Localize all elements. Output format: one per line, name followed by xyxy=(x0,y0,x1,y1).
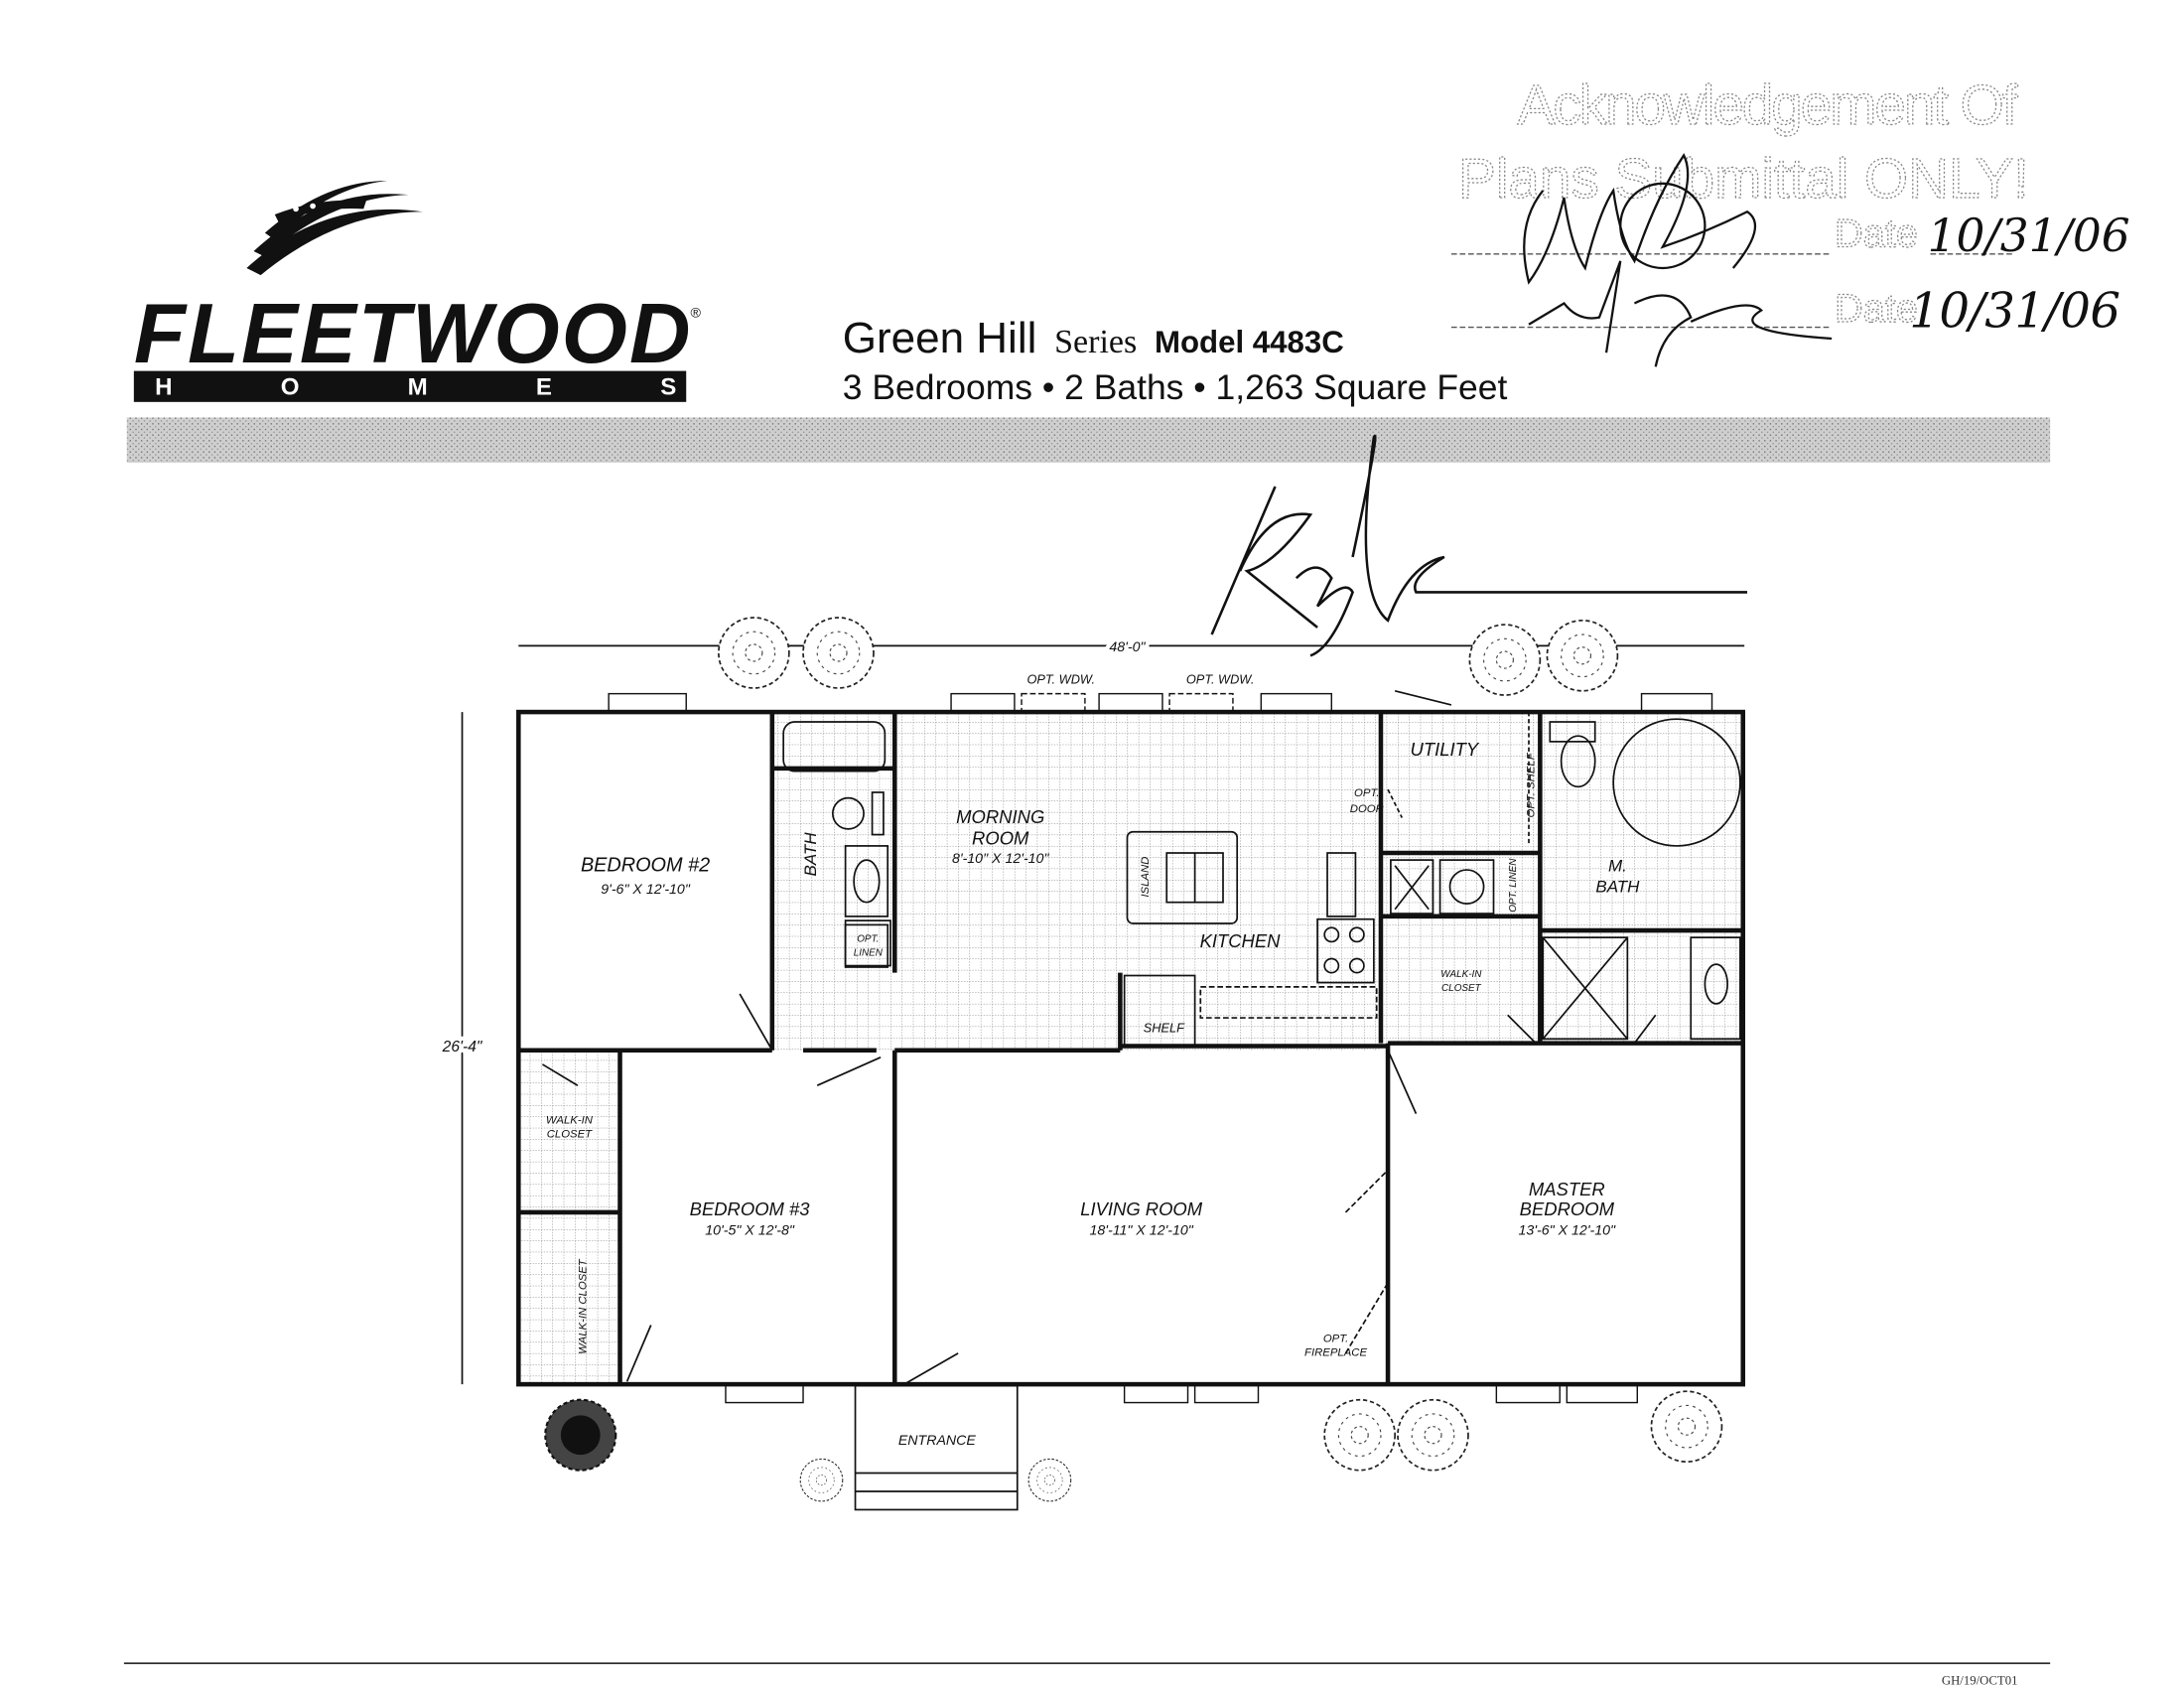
home-specs: 3 Bedrooms • 2 Baths • 1,263 Square Feet xyxy=(843,367,1508,407)
kitchen-label: KITCHEN xyxy=(1200,930,1282,951)
interior-walls xyxy=(518,712,1743,1385)
acknowledgement-stamp: Acknowledgement Of Plans Submittal ONLY!… xyxy=(1210,74,2130,657)
opt-window-2: OPT. WDW. xyxy=(1186,672,1255,687)
walkin-master-1: WALK-IN xyxy=(1440,969,1482,980)
bedroom2-size: 9'-6" X 12'-10" xyxy=(601,882,691,898)
windows xyxy=(608,692,1713,1404)
handwritten-signature xyxy=(1523,153,1833,367)
opt-door-1: OPT. xyxy=(1354,787,1379,799)
island xyxy=(1126,830,1239,924)
entrance-steps xyxy=(854,1384,1019,1511)
kitchen-tile-floor xyxy=(774,712,1381,1051)
dryer xyxy=(1438,859,1495,915)
logo-homes-bar xyxy=(133,370,687,402)
bedroom2-label: BEDROOM #2 xyxy=(581,854,710,876)
morning-room-label-1: MORNING xyxy=(956,806,1044,827)
model-number: Model 4483C xyxy=(1155,325,1344,359)
closet-tile-floor xyxy=(518,1050,620,1385)
footer-code: GH/19/OCT01 xyxy=(1942,1673,2018,1687)
depth-dimension: 26'-4" xyxy=(442,1039,483,1056)
flag-swoosh-icon xyxy=(246,180,423,276)
island-label: ISLAND xyxy=(1140,857,1152,898)
fireplace-label-2: FIREPLACE xyxy=(1304,1347,1367,1359)
bath-label: BATH xyxy=(801,832,820,877)
toilet xyxy=(831,796,865,830)
morning-room-label-2: ROOM xyxy=(972,828,1029,849)
range xyxy=(1316,917,1375,984)
opt-linen-bath-1: OPT. xyxy=(857,933,879,944)
morning-room-size: 8'-10" X 12'-10" xyxy=(952,851,1049,867)
floor-plan: 48'-0" 26'-4" OPT. WDW. OPT. WDW. xyxy=(437,617,1746,1511)
bedroom3-size: 10'-5" X 12'-8" xyxy=(705,1223,795,1239)
entrance-label: ENTRANCE xyxy=(898,1433,977,1449)
opt-window-1: OPT. WDW. xyxy=(1026,672,1095,687)
walkin-closet-1a: WALK-IN xyxy=(546,1115,594,1127)
bedroom3-label: BEDROOM #3 xyxy=(690,1198,811,1219)
shelf-label: SHELF xyxy=(1144,1020,1185,1035)
sink xyxy=(844,845,889,917)
garden-tub xyxy=(1612,718,1741,847)
stamp-date-value-1: 10/31/06 xyxy=(1928,210,2130,262)
bathtub xyxy=(782,721,887,773)
fireplace-label-1: OPT. xyxy=(1323,1334,1348,1345)
fleetwood-logo: FLEETWOOD ® H O M E S xyxy=(133,180,701,402)
opt-linen-master: OPT. LINEN xyxy=(1508,858,1519,913)
stamp-date-label-2: Date xyxy=(1835,287,1918,331)
walkin-master-2: CLOSET xyxy=(1441,983,1482,994)
living-room-size: 18'-11" X 12'-10" xyxy=(1089,1223,1193,1239)
stamp-line-1: Acknowledgement Of xyxy=(1518,74,2018,137)
header-band xyxy=(126,417,2051,463)
opt-shelf-label: OPT. SHELF xyxy=(1526,752,1538,817)
utility-label: UTILITY xyxy=(1411,739,1480,760)
toilet-master xyxy=(1560,735,1596,788)
handwritten-signature-2 xyxy=(1210,434,1747,657)
walkin-closet-2: WALK-IN CLOSET xyxy=(577,1258,589,1354)
washer xyxy=(1390,859,1434,915)
mbath-label-2: BATH xyxy=(1595,878,1640,897)
stamp-line-2: Plans Submittal ONLY! xyxy=(1458,148,2029,211)
living-room-label: LIVING ROOM xyxy=(1080,1198,1203,1219)
master-bedroom-label-2: BEDROOM xyxy=(1520,1198,1615,1219)
logo-registered-mark: ® xyxy=(690,306,701,322)
series-title: Green Hill Series Model 4483C xyxy=(843,314,1344,362)
series-name: Green Hill xyxy=(843,314,1037,362)
stamp-date-label-1: Date xyxy=(1835,212,1918,256)
series-word: Series xyxy=(1054,324,1137,360)
stamp-date-value-2: 10/31/06 xyxy=(1909,284,2120,340)
opt-door-2: DOOR xyxy=(1350,803,1384,815)
master-bedroom-label-1: MASTER xyxy=(1529,1179,1605,1199)
master-bedroom-size: 13'-6" X 12'-10" xyxy=(1519,1223,1616,1239)
logo-brand-text: FLEETWOOD xyxy=(134,287,691,381)
fixtures xyxy=(542,689,1741,1387)
mbath-label-1: M. xyxy=(1608,856,1627,875)
opt-linen-bath-2: LINEN xyxy=(854,948,884,959)
walkin-closet-1b: CLOSET xyxy=(547,1129,593,1141)
shower xyxy=(1542,936,1629,1041)
width-dimension: 48'-0" xyxy=(1109,639,1146,655)
